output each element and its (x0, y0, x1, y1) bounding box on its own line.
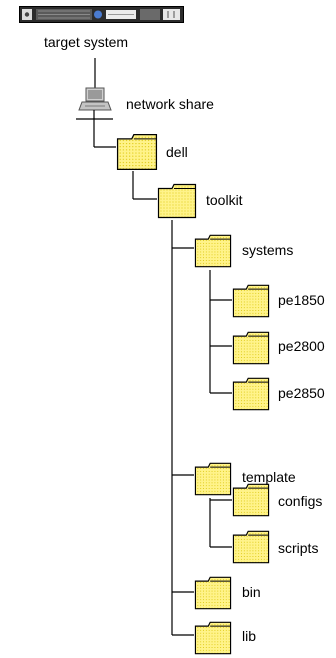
folder-label-pe2800: pe2800 (278, 338, 325, 354)
folder-icon-toolkit (157, 183, 197, 219)
folder-icon-pe1850 (232, 284, 270, 318)
folder-label-pe1850: pe1850 (278, 292, 325, 308)
tree-connector-lines (93, 58, 232, 636)
folder-label-template: template (242, 469, 296, 485)
target-system-label: target system (44, 34, 129, 50)
folder-label-lib: lib (242, 628, 257, 644)
folder-icon-systems (194, 234, 232, 268)
folder-icon-template (194, 462, 232, 496)
folder-icon-scripts (232, 530, 270, 564)
network-share-label: network share (126, 96, 214, 112)
folder-label-configs: configs (278, 493, 323, 509)
folder-icon-dell (116, 134, 158, 170)
rack-server-icon (19, 6, 184, 23)
folder-label-toolkit: toolkit (206, 192, 243, 208)
folder-label-dell: dell (166, 144, 188, 160)
folder-label-systems: systems (242, 242, 294, 258)
folder-icon-pe2800 (232, 331, 270, 365)
folder-label-scripts: scripts (278, 540, 319, 556)
folder-icon-lib (194, 621, 232, 655)
folder-icon-configs (232, 483, 270, 517)
folder-label-pe2850: pe2850 (278, 385, 325, 401)
folder-icon-bin (194, 576, 232, 610)
folder-icon-pe2850 (232, 377, 270, 411)
network-share-icon (76, 87, 113, 120)
folder-label-bin: bin (242, 584, 261, 600)
